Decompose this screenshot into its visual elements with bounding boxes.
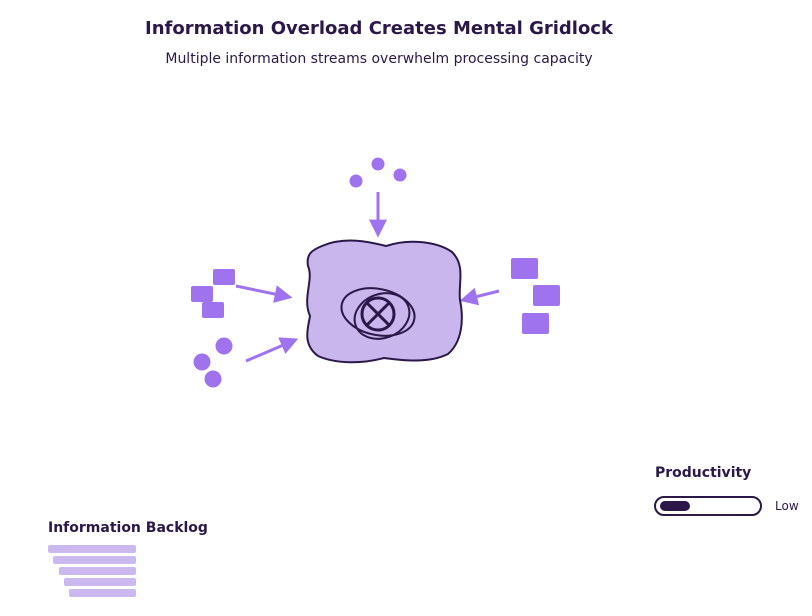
productivity-fill: [660, 501, 690, 511]
gridlock-swirl-outer: [340, 287, 416, 337]
info-dot-top-1: [349, 174, 363, 188]
info-dot-top-3: [393, 168, 407, 182]
arrow-right: [459, 287, 500, 306]
productivity-label: Productivity: [655, 465, 752, 481]
page-subtitle: Multiple information streams overwhelm p…: [165, 51, 593, 67]
x-circle-icon: [360, 296, 396, 332]
left-lower-stream: [193, 337, 299, 388]
info-dot-left-1: [215, 337, 233, 355]
productivity-meter: [654, 496, 762, 516]
top-stream: [349, 157, 407, 238]
info-dot-top-2: [371, 157, 385, 171]
info-block-right-2: [533, 285, 560, 306]
arrow-left-lower: [245, 337, 299, 363]
gridlock-swirl-inner: [353, 292, 411, 340]
backlog-label: Information Backlog: [48, 520, 208, 536]
backlog-item: [58, 567, 136, 575]
overloaded-mind: [306, 239, 463, 364]
backlog-item: [69, 589, 136, 597]
mind-cloud: [306, 239, 463, 364]
info-block-left-2: [191, 286, 213, 302]
backlog-item: [53, 556, 136, 564]
backlog-item: [48, 545, 136, 553]
info-block-right-1: [511, 258, 538, 279]
productivity-value: Low: [775, 499, 799, 513]
info-block-left-1: [213, 269, 235, 285]
page-title: Information Overload Creates Mental Grid…: [145, 18, 613, 39]
right-stream: [459, 258, 560, 334]
backlog-item: [63, 578, 136, 586]
x-mark-line-b: [365, 301, 391, 327]
info-block-right-3: [522, 313, 549, 334]
arrow-left-upper: [235, 284, 293, 303]
left-upper-stream: [191, 269, 293, 318]
info-dot-left-3: [204, 370, 222, 388]
info-block-left-3: [202, 302, 224, 318]
info-dot-left-2: [193, 353, 211, 371]
